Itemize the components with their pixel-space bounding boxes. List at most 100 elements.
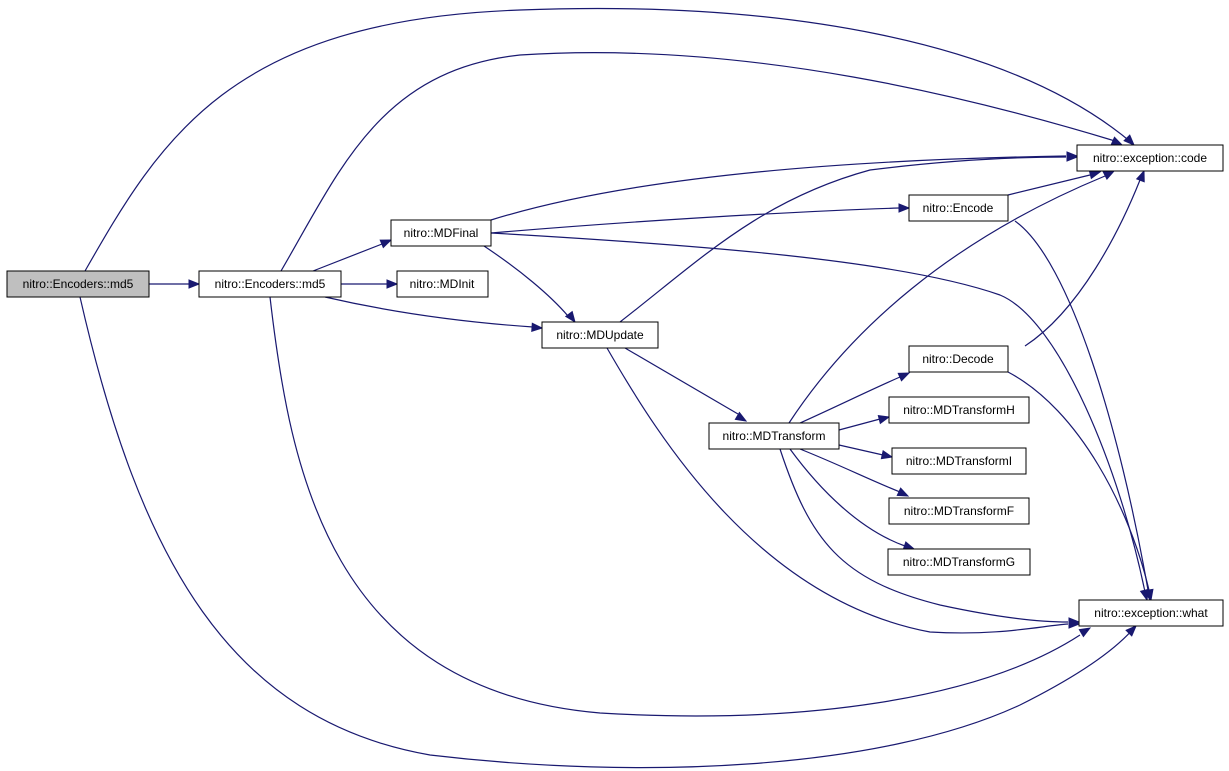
edge-root-to-what (79, 296, 1137, 769)
edge-arrowhead (1088, 170, 1102, 180)
edge-mdfinal-to-mdupdate (483, 245, 576, 324)
node-mdtransformi-box (891, 447, 1027, 475)
edge-mdupdate-to-mdtransform (624, 347, 748, 422)
node-mdinit-box (396, 270, 489, 298)
nodes-layer: nitro::Encoders::md5 nitro::Encoders::md… (6, 144, 1224, 627)
node-decode[interactable]: nitro::Decode (908, 345, 1009, 373)
node-exception-what-box (1078, 599, 1224, 627)
edge-arrowhead (880, 450, 894, 460)
edge-arrowhead (1068, 617, 1081, 627)
node-mdupdate[interactable]: nitro::MDUpdate (541, 321, 659, 349)
node-mdtransformi[interactable]: nitro::MDTransformI (891, 447, 1027, 475)
node-mdtransformg[interactable]: nitro::MDTransformG (887, 548, 1031, 576)
edge-arrowhead (897, 372, 911, 382)
node-mdtransform-label: nitro::MDTransform (723, 429, 826, 443)
node-mdtransformf-label: nitro::MDTransformF (904, 504, 1014, 518)
edge-line (838, 418, 881, 431)
edge-line (1007, 371, 1150, 591)
node-mdtransform-box (708, 422, 840, 450)
edge-arrowhead (1144, 588, 1154, 602)
edge-arrowhead (902, 541, 916, 551)
node-root-md5[interactable]: nitro::Encoders::md5 (6, 270, 150, 298)
edge-arrowhead (734, 411, 748, 422)
node-exception-code[interactable]: nitro::exception::code (1076, 144, 1224, 172)
edge-md5-to-mdinit (341, 279, 399, 289)
node-mdfinal[interactable]: nitro::MDFinal (390, 219, 492, 247)
edge-mdupdate-to-what (606, 347, 1081, 634)
node-mdfinal-label: nitro::MDFinal (404, 226, 479, 240)
node-mdtransform[interactable]: nitro::MDTransform (708, 422, 840, 450)
edge-line (269, 296, 1081, 717)
edge-line (324, 296, 534, 328)
edge-mdtransform-to-mdtransformg (789, 448, 916, 551)
edge-arrowhead (898, 203, 911, 213)
node-encoders-md5-box (198, 270, 342, 298)
edge-line (84, 7, 1133, 272)
node-root-box (6, 270, 150, 298)
edge-line (799, 448, 901, 493)
node-encode[interactable]: nitro::Encode (908, 194, 1009, 222)
edge-line (606, 347, 1069, 634)
node-exception-code-box (1076, 144, 1224, 172)
edge-mdtransform-to-mdtransformh (838, 415, 891, 431)
node-mdtransformg-box (887, 548, 1031, 576)
node-decode-label: nitro::Decode (922, 352, 994, 366)
edge-line (490, 155, 1067, 221)
node-root-label: nitro::Encoders::md5 (23, 277, 134, 291)
edge-arrowhead (896, 487, 910, 497)
node-mdtransformf-box (888, 497, 1030, 525)
edge-root-to-code (84, 7, 1135, 272)
edge-line (1024, 179, 1141, 347)
edge-line (490, 207, 900, 234)
edge-arrowhead (379, 239, 393, 249)
edge-arrowhead (1135, 169, 1145, 183)
edge-arrowhead (564, 310, 576, 324)
edge-line (799, 376, 901, 424)
edge-arrowhead (1110, 136, 1124, 146)
edge-line (788, 175, 1106, 424)
edge-arrowhead (188, 279, 201, 289)
edge-encode-to-code (1007, 170, 1102, 196)
edge-md5-to-what (269, 296, 1092, 717)
edges-layer (79, 7, 1154, 769)
edge-line (312, 243, 383, 272)
edge-arrowhead (386, 279, 399, 289)
node-mdfinal-box (390, 219, 492, 247)
edge-mdtransform-to-mdtransformi (838, 444, 894, 460)
node-exception-what[interactable]: nitro::exception::what (1078, 599, 1224, 627)
node-mdtransformh-box (888, 396, 1030, 424)
node-encoders-md5-label: nitro::Encoders::md5 (215, 277, 326, 291)
edge-decode-to-what (1007, 371, 1154, 602)
edge-arrowhead (1066, 152, 1079, 162)
edge-line (490, 232, 1146, 593)
node-mdtransformi-label: nitro::MDTransformI (906, 454, 1012, 468)
edge-arrowhead (1078, 627, 1092, 638)
edge-mdtransform-to-what (779, 448, 1081, 627)
edge-md5-to-mdfinal (312, 239, 393, 272)
edge-line (779, 448, 1069, 623)
node-decode-box (908, 345, 1009, 373)
edge-mdfinal-to-encode (490, 203, 911, 234)
edge-mdtransform-to-mdtransformf (799, 448, 910, 497)
edge-arrowhead (531, 322, 544, 332)
edge-root-to-md5 (149, 279, 201, 289)
node-encode-label: nitro::Encode (923, 201, 994, 215)
edge-line (280, 52, 1116, 272)
node-mdinit[interactable]: nitro::MDInit (396, 270, 489, 298)
edge-arrowhead (1125, 625, 1137, 637)
edge-arrowhead (1102, 170, 1116, 180)
edge-line (483, 245, 569, 317)
node-encoders-md5[interactable]: nitro::Encoders::md5 (198, 270, 342, 298)
node-mdtransformg-label: nitro::MDTransformG (903, 555, 1015, 569)
edge-decode-to-code (1024, 169, 1145, 347)
edge-arrowhead (877, 415, 891, 425)
edge-line (789, 448, 906, 547)
node-mdtransformf[interactable]: nitro::MDTransformF (888, 497, 1030, 525)
node-encode-box (908, 194, 1009, 222)
node-mdtransformh[interactable]: nitro::MDTransformH (888, 396, 1030, 424)
node-exception-what-label: nitro::exception::what (1094, 606, 1208, 620)
edge-mdfinal-to-what (490, 232, 1149, 602)
edge-encode-to-what (1014, 220, 1154, 602)
edge-md5-to-mdupdate (324, 296, 544, 332)
